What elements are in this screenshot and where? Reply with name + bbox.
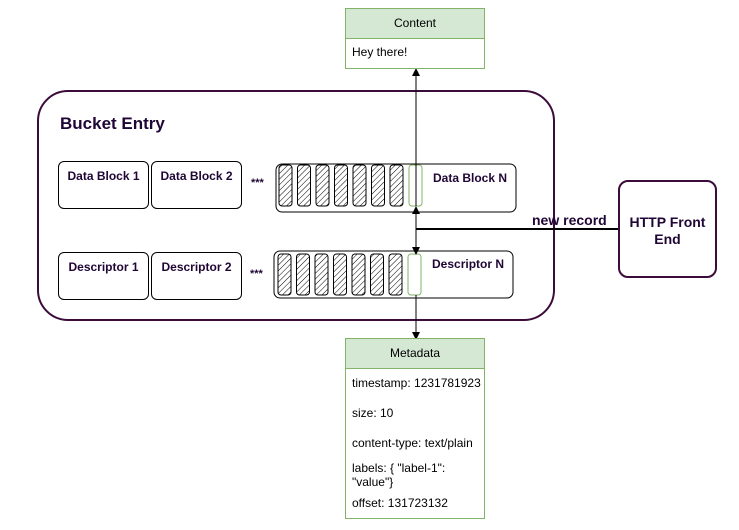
descriptor-hatched-segment xyxy=(388,253,403,296)
descriptor-2: Descriptor 2 xyxy=(151,252,242,300)
descriptor-current-segment xyxy=(407,253,422,296)
descriptor-2-label: Descriptor 2 xyxy=(161,260,232,274)
descriptor-hatched-segment xyxy=(370,253,384,296)
descriptor-n-label: Descriptor N xyxy=(432,257,505,271)
data-hatched-segment xyxy=(315,164,330,207)
metadata-content-type: content-type: text/plain xyxy=(352,436,473,450)
metadata-header: Metadata xyxy=(345,338,485,369)
data-hatched-segment xyxy=(352,164,367,207)
bucket-entry-title: Bucket Entry xyxy=(60,114,165,133)
data-block-1-label: Data Block 1 xyxy=(67,169,140,183)
descriptor-hatched-segment xyxy=(333,253,347,296)
descriptor-hatched-segments xyxy=(277,253,403,296)
content-header: Content xyxy=(345,8,485,39)
data-block-ellipsis: *** xyxy=(251,177,264,189)
data-block-1: Data Block 1 xyxy=(58,161,149,209)
metadata-size: size: 10 xyxy=(352,406,394,420)
content-value: Hey there! xyxy=(352,45,408,59)
metadata-body: timestamp: 1231781923 size: 10 content-t… xyxy=(345,369,485,519)
descriptor-1: Descriptor 1 xyxy=(58,252,149,300)
content-body: Hey there! xyxy=(345,39,485,69)
data-hatched-segment xyxy=(278,164,293,207)
data-hatched-segment xyxy=(389,164,404,207)
data-hatched-segment xyxy=(371,164,385,207)
data-hatched-segment xyxy=(297,164,311,207)
http-front-end-label: HTTP Front End xyxy=(629,214,706,247)
data-block-n-label: Data Block N xyxy=(433,171,508,185)
descriptor-hatched-segment xyxy=(277,253,292,296)
metadata-timestamp: timestamp: 1231781923 xyxy=(352,376,481,390)
data-block-2-label: Data Block 2 xyxy=(160,169,233,183)
descriptor-ellipsis: *** xyxy=(250,268,263,280)
descriptor-hatched-segment xyxy=(351,253,366,296)
descriptor-1-label: Descriptor 1 xyxy=(68,260,139,274)
data-hatched-segments xyxy=(278,164,404,207)
metadata-labels: labels: { "label-1": "value"} xyxy=(352,461,446,489)
data-hatched-segment xyxy=(334,164,348,207)
new-record-label: new record xyxy=(532,212,607,228)
http-front-end-node: HTTP Front End xyxy=(618,180,717,278)
descriptor-hatched-segment xyxy=(296,253,310,296)
metadata-offset: offset: 131723132 xyxy=(352,496,448,510)
descriptor-hatched-segment xyxy=(314,253,329,296)
data-block-2: Data Block 2 xyxy=(151,161,242,209)
